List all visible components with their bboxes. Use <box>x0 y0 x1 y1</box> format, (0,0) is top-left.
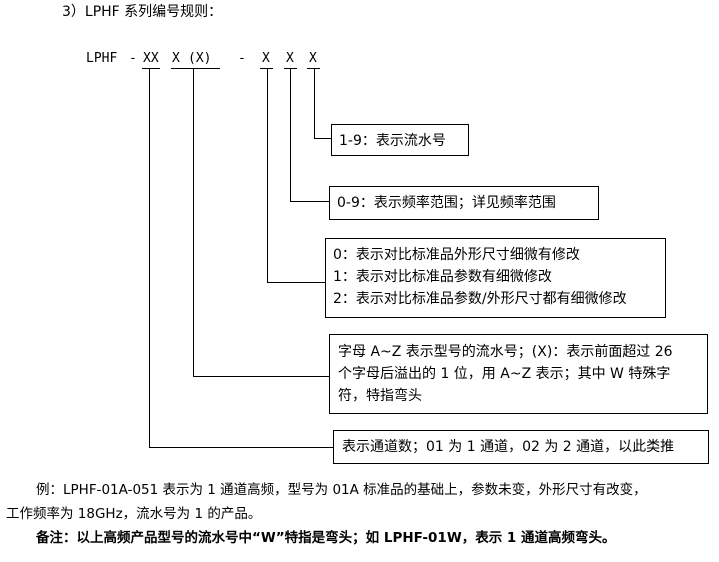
code-dash-1: - <box>129 51 137 66</box>
code-digit-3: X <box>309 51 317 66</box>
channels-box: 表示通道数；01 为 1 通道，02 为 2 通道，以此类推 <box>333 430 709 464</box>
serial-number-box: 1-9：表示流水号 <box>331 124 469 156</box>
frequency-text: 0-9：表示频率范围；详见频率范围 <box>337 195 556 211</box>
code-digit-2: X <box>286 51 294 66</box>
model-line-1: 个字母后溢出的 1 位，用 A~Z 表示；其中 W 特殊字 <box>338 366 671 382</box>
example-line-1: 工作频率为 18GHz，流水号为 1 的产品。 <box>6 506 262 522</box>
code-digit-1: X <box>262 51 270 66</box>
code-dash-2: - <box>238 51 246 66</box>
code-prefix: LPHF <box>86 51 118 66</box>
modification-line-2: 2：表示对比标准品参数/外形尺寸都有细微修改 <box>333 291 627 307</box>
section-heading: 3）LPHF 系列编号规则： <box>62 4 223 20</box>
code-xx: XX <box>143 51 159 66</box>
code-x: X <box>172 51 180 66</box>
modification-line-0: 0：表示对比标准品外形尺寸细微有修改 <box>333 247 580 263</box>
model-box: 字母 A~Z 表示型号的流水号；(X)：表示前面超过 26 个字母后溢出的 1 … <box>329 334 708 414</box>
frequency-box: 0-9：表示频率范围；详见频率范围 <box>329 186 599 220</box>
modification-box: 0：表示对比标准品外形尺寸细微有修改 1：表示对比标准品参数有细微修改 2：表示… <box>325 238 666 318</box>
example-line-0: 例：LPHF-01A-051 表示为 1 通道高频，型号为 01A 标准品的基础… <box>36 482 647 498</box>
code-paren-x: (X) <box>188 51 212 66</box>
note-text: 备注：以上高频产品型号的流水号中“W”特指是弯头；如 LPHF-01W，表示 1… <box>36 530 616 546</box>
model-line-0: 字母 A~Z 表示型号的流水号；(X)：表示前面超过 26 <box>338 344 673 360</box>
channels-text: 表示通道数；01 为 1 通道，02 为 2 通道，以此类推 <box>342 439 675 455</box>
modification-line-1: 1：表示对比标准品参数有细微修改 <box>333 269 552 285</box>
model-line-2: 符，特指弯头 <box>338 388 422 404</box>
serial-number-text: 1-9：表示流水号 <box>339 133 446 149</box>
